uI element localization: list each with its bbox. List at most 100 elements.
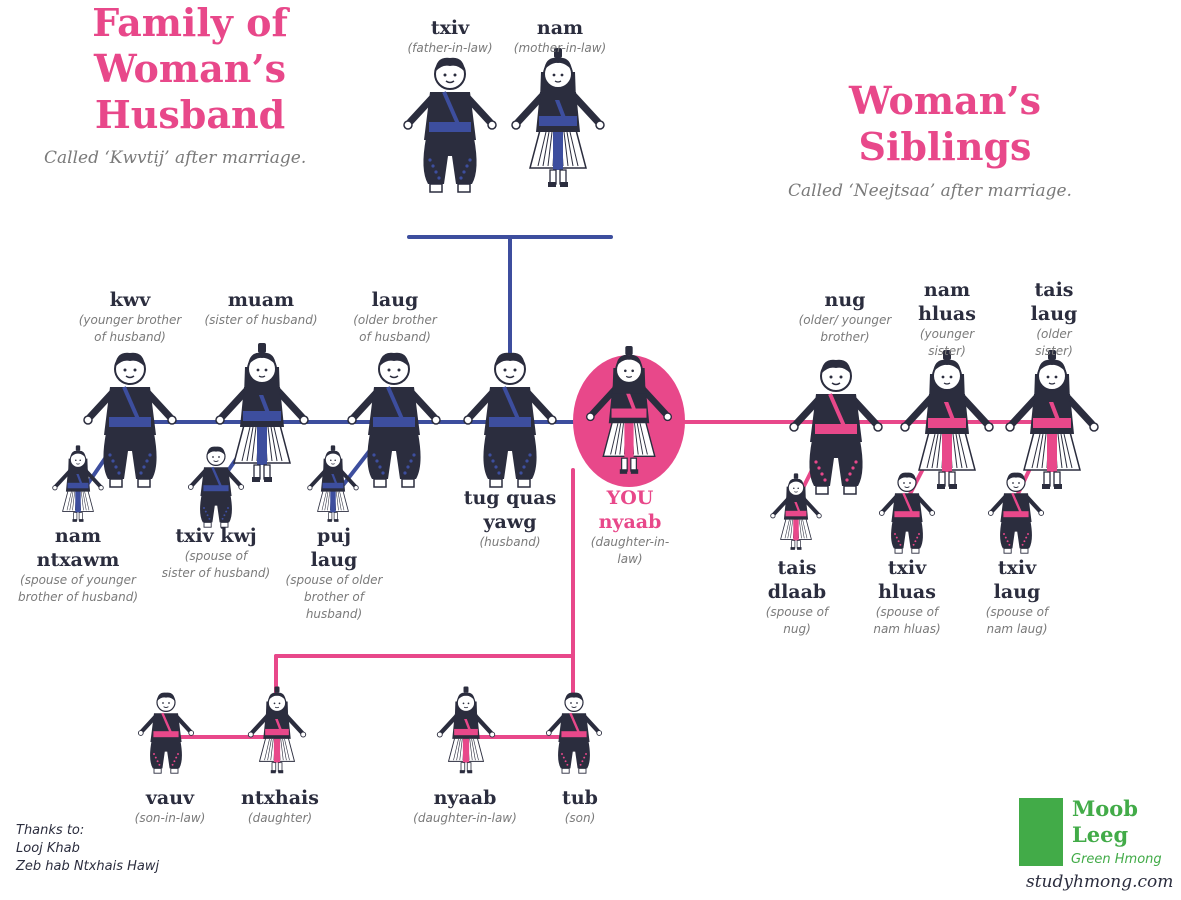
sash-shape	[1033, 418, 1071, 428]
trousers-shape	[367, 433, 421, 479]
eye-shape	[123, 368, 127, 372]
figure-txiv-laug	[987, 472, 1045, 554]
jacket-shape	[558, 713, 590, 742]
foot-shape	[429, 183, 443, 193]
hair-fringe	[788, 478, 804, 486]
foot-shape	[911, 547, 920, 554]
logo-line: Leeg	[1072, 822, 1129, 847]
pleat-line	[958, 433, 968, 469]
pleat-line	[81, 491, 84, 511]
trim-dot	[108, 453, 112, 457]
jacket-trim	[569, 712, 580, 733]
hair-shape	[898, 472, 916, 482]
figure-kwv	[83, 352, 177, 488]
sash-shape	[322, 482, 344, 489]
trim-dot	[912, 543, 915, 546]
eye-shape	[909, 482, 911, 484]
hand-shape	[585, 412, 595, 422]
mouth-shape	[943, 382, 951, 385]
leg-shape	[791, 540, 796, 549]
trim-dot	[491, 459, 495, 463]
pleat-line	[802, 519, 808, 539]
hair-shape	[565, 692, 583, 702]
eye-shape	[168, 702, 170, 704]
hand-shape	[900, 422, 910, 432]
pleat-line	[473, 738, 479, 761]
apron-shape	[793, 516, 799, 541]
term: kwv	[109, 289, 151, 311]
sash-shape	[243, 411, 281, 421]
trim-dot	[203, 507, 205, 509]
gloss: (spouse of	[184, 549, 248, 563]
trim-dot	[848, 472, 852, 476]
foot-shape	[1003, 547, 1012, 554]
trim-dot	[173, 760, 176, 763]
hand-shape	[436, 731, 443, 738]
eye-shape	[212, 456, 214, 458]
gloss: sister of husband)	[161, 566, 271, 580]
trousers-shape	[483, 433, 537, 479]
label-tais-laug: tais laug (older sister)	[1012, 278, 1096, 360]
trim-dot	[525, 459, 529, 463]
arm-shape	[54, 469, 102, 489]
trim-dot	[468, 158, 472, 162]
pleat-line	[1031, 433, 1041, 469]
sash-shape	[265, 728, 289, 736]
pleat-line	[634, 423, 639, 455]
pleat-line	[566, 131, 574, 167]
hair-bun	[75, 445, 81, 451]
pleat-line	[1063, 433, 1073, 469]
trim-dot	[406, 465, 410, 469]
foot-shape	[843, 485, 857, 495]
hand-shape	[1089, 422, 1099, 432]
leg-shape	[466, 762, 472, 772]
eye-shape	[839, 375, 843, 379]
eye-shape	[397, 368, 401, 372]
pleat-line	[610, 423, 619, 455]
pleat-line	[336, 491, 339, 511]
figure-nam-hluas	[900, 350, 994, 489]
hand-shape	[1005, 422, 1015, 432]
leg-shape	[73, 512, 78, 521]
eye-shape	[79, 459, 81, 462]
trim-dot	[1006, 540, 1009, 543]
jacket-shape	[891, 493, 923, 522]
trim-dot	[1025, 536, 1028, 539]
trim-dot	[1023, 540, 1026, 543]
trim-dot	[817, 466, 821, 470]
trim-dot	[437, 176, 441, 180]
pleat-line	[800, 519, 805, 539]
pleat-line	[1060, 433, 1068, 469]
term: laug	[371, 289, 419, 311]
mouth-shape	[571, 706, 577, 708]
term: hluas	[878, 581, 936, 603]
figure-tais-laug	[1005, 350, 1099, 489]
thanks-line: Thanks to:	[16, 823, 85, 838]
hand-shape	[770, 513, 776, 519]
eye-shape	[273, 702, 276, 705]
arm-shape	[249, 714, 305, 735]
label-tug-quas-yawg: tug quas yawg (husband)	[445, 486, 575, 551]
trim-dot	[204, 510, 207, 513]
hair-fringe	[544, 57, 572, 70]
trim-dot	[221, 517, 224, 520]
pleat-line	[931, 433, 939, 469]
eye-shape	[949, 375, 953, 379]
hand-shape	[353, 485, 359, 491]
hand-shape	[247, 731, 254, 738]
sash-shape	[67, 482, 89, 489]
pleat-line	[1057, 433, 1063, 469]
hand-shape	[547, 415, 557, 425]
trim-dot	[1021, 543, 1024, 546]
trim-dot	[434, 170, 438, 174]
foot-shape	[203, 521, 212, 528]
pleat-line	[84, 491, 90, 511]
sash-shape	[785, 510, 807, 517]
husband-family-title-line: Family of	[92, 0, 288, 45]
trousers-shape	[150, 740, 182, 769]
trim-dot	[899, 543, 902, 546]
apron-shape	[273, 735, 281, 763]
figure-txiv	[403, 57, 497, 193]
eye-shape	[624, 369, 627, 373]
